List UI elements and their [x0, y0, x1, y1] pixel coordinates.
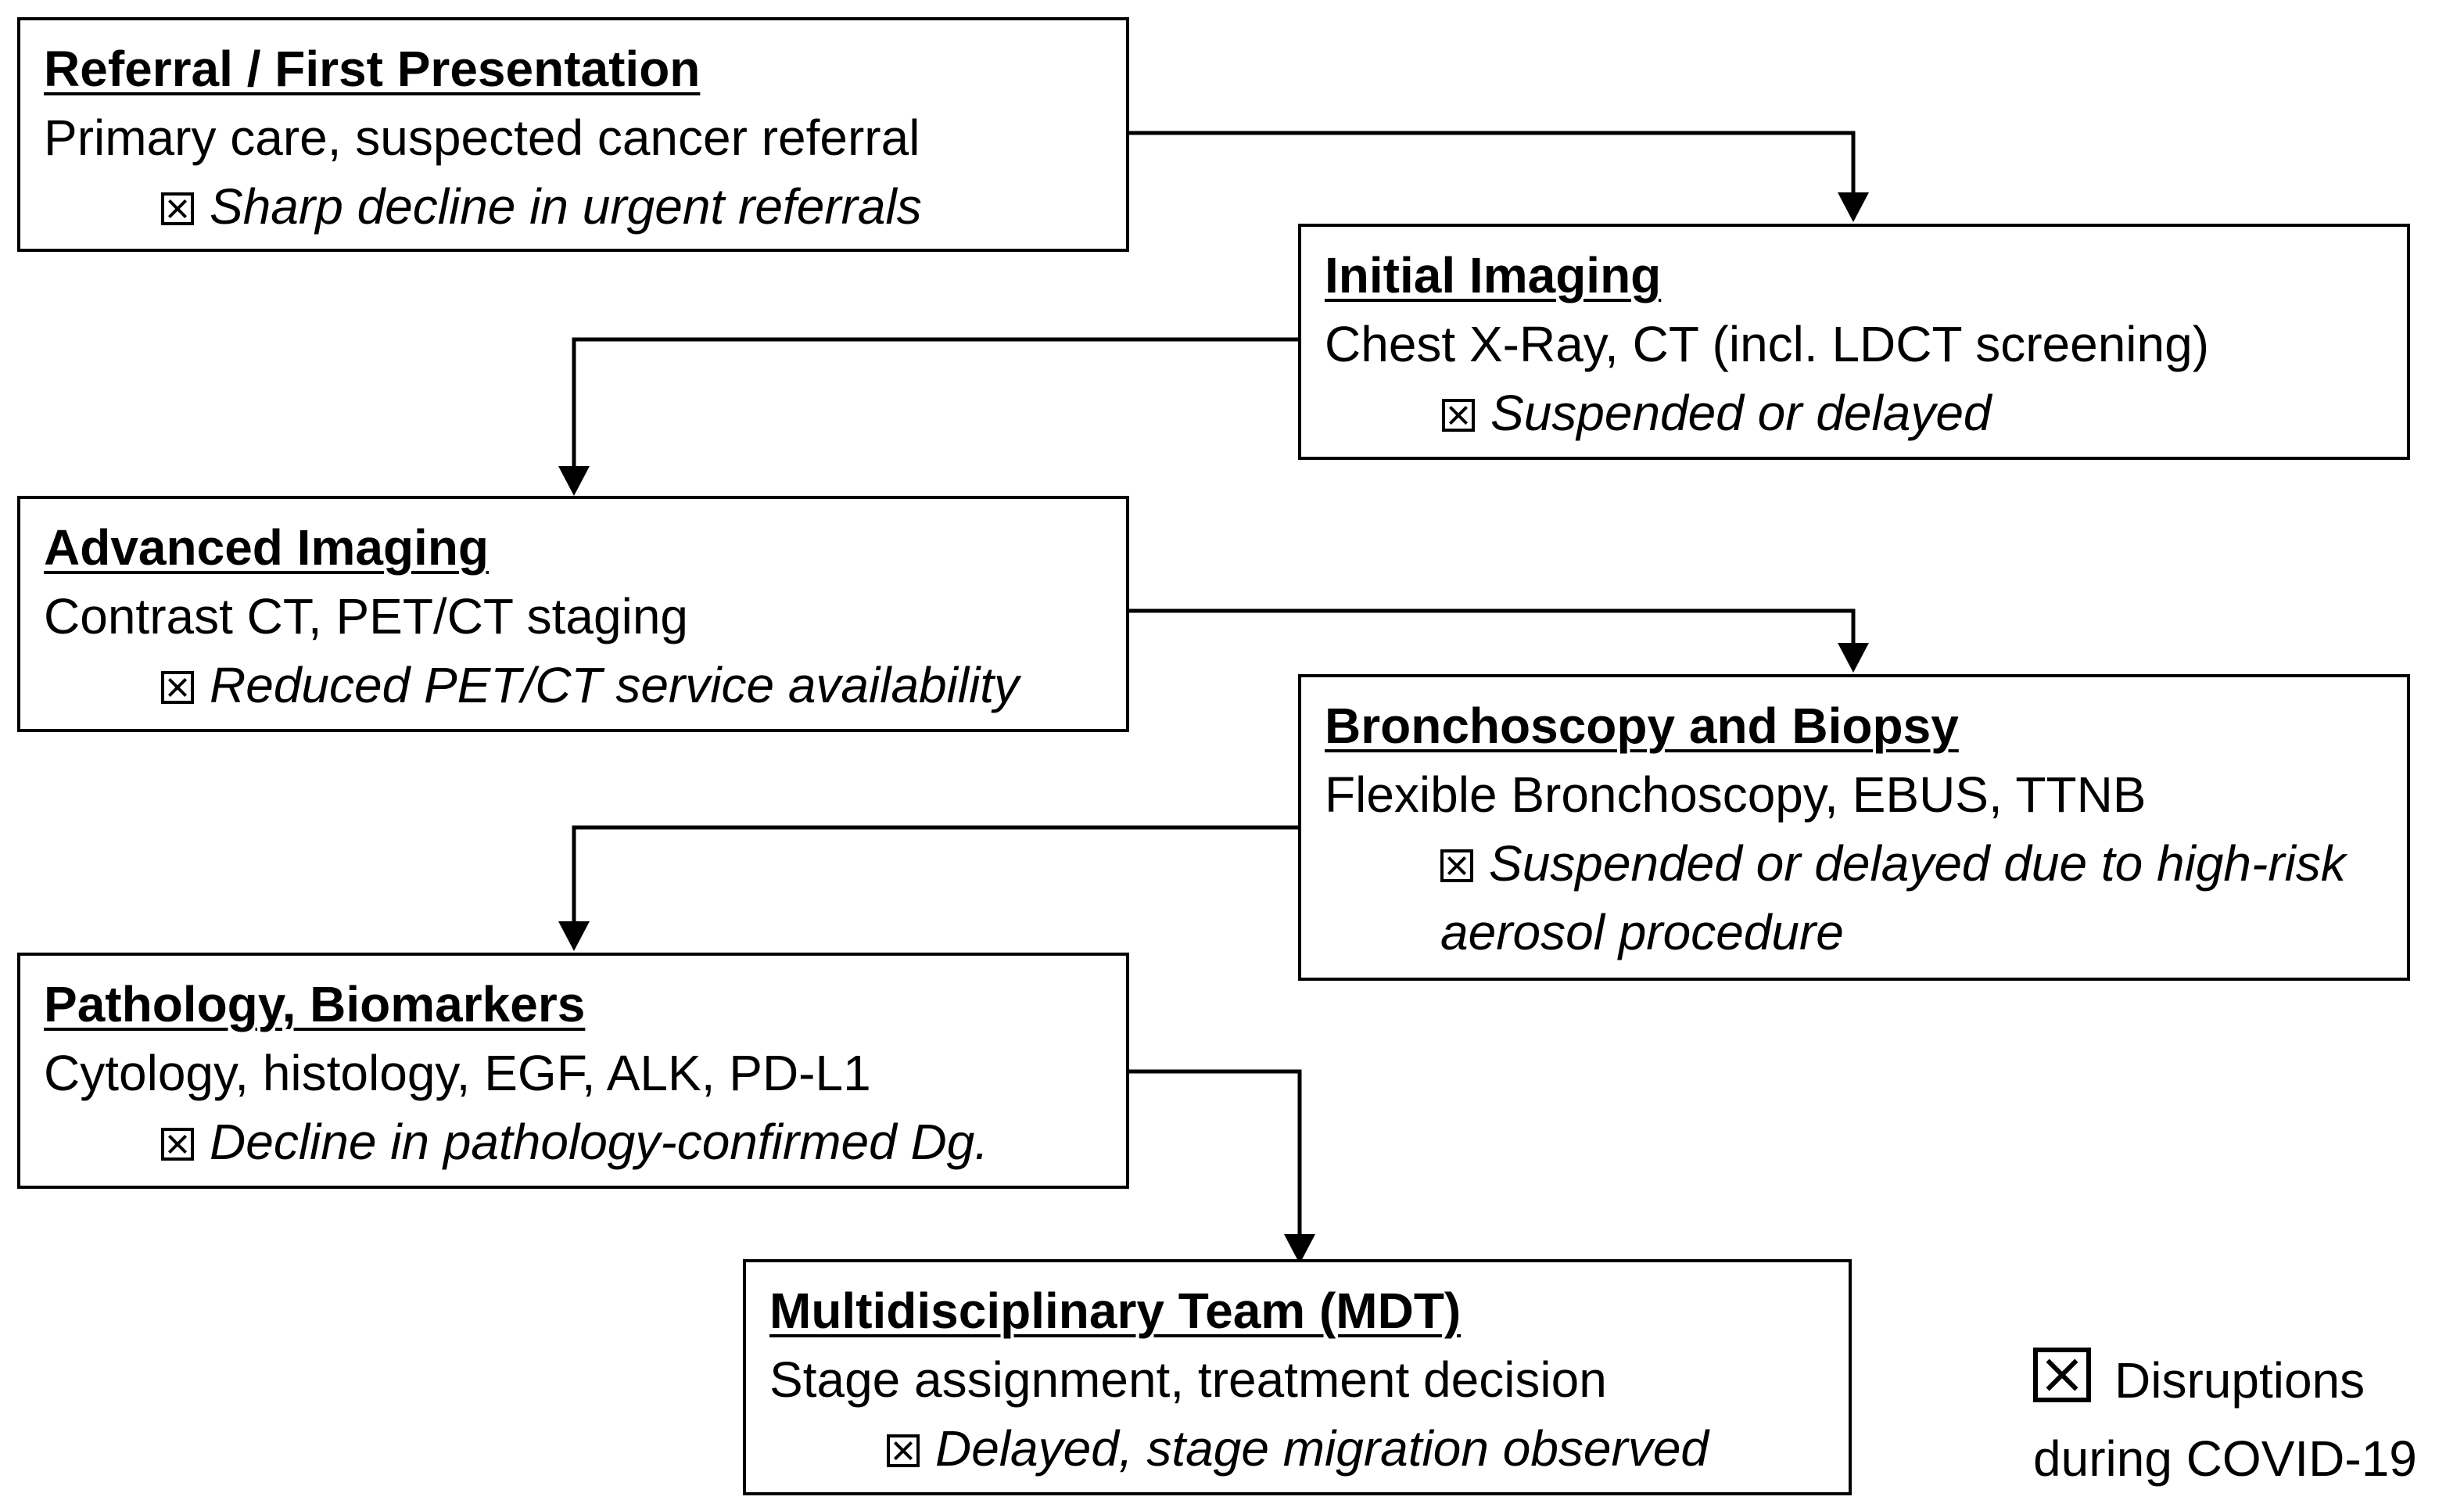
disruption-text: Suspended or delayed due to high-risk ae…: [1440, 835, 2346, 960]
step-bronchoscopy: Bronchoscopy and Biopsy Flexible Broncho…: [1298, 674, 2410, 981]
step-initial-imaging: Initial Imaging Chest X-Ray, CT (incl. L…: [1298, 224, 2410, 460]
step-disruption: Delayed, stage migration observed: [769, 1414, 1825, 1483]
arrowhead-pathology: [558, 921, 590, 951]
step-disruption: Sharp decline in urgent referrals: [44, 172, 1103, 241]
disruption-x-icon: [161, 1128, 194, 1161]
step-referral: Referral / First Presentation Primary ca…: [17, 17, 1129, 252]
step-advanced-imaging: Advanced Imaging Contrast CT, PET/CT sta…: [17, 496, 1129, 732]
arrow-pathology-to-mdt: [1126, 1069, 1302, 1237]
arrow-bronchoscopy-to-pathology: [572, 825, 1298, 924]
step-title: Multidisciplinary Team (MDT): [769, 1283, 1462, 1339]
step-disruption: Reduced PET/CT service availability: [44, 651, 1103, 720]
step-title: Advanced Imaging: [44, 519, 489, 576]
disruption-x-icon: [161, 671, 194, 704]
legend-label: Disruptions: [2114, 1352, 2365, 1409]
legend: Disruptions during COVID-19: [2033, 1341, 2417, 1498]
step-disruption: Decline in pathology-confirmed Dg.: [44, 1107, 1103, 1176]
disruption-x-icon: [161, 192, 194, 225]
arrow-advanced-imaging-to-bronchoscopy: [1126, 608, 1856, 646]
disruption-text: Delayed, stage migration observed: [935, 1420, 1709, 1477]
step-description: Chest X-Ray, CT (incl. LDCT screening): [1325, 316, 2209, 372]
arrowhead-bronchoscopy: [1838, 643, 1869, 673]
arrowhead-mdt: [1284, 1234, 1315, 1264]
step-description: Stage assignment, treatment decision: [769, 1351, 1607, 1408]
step-pathology: Pathology, Biomarkers Cytology, histolog…: [17, 953, 1129, 1189]
arrowhead-advanced-imaging: [558, 466, 590, 496]
step-title: Referral / First Presentation: [44, 41, 701, 97]
step-description: Primary care, suspected cancer referral: [44, 109, 920, 166]
legend-x-icon: [2033, 1348, 2091, 1402]
step-title: Bronchoscopy and Biopsy: [1325, 698, 1959, 754]
step-description: Cytology, histology, EGF, ALK, PD-L1: [44, 1045, 871, 1101]
step-title: Initial Imaging: [1325, 247, 1662, 303]
arrow-initial-to-advanced-imaging: [572, 337, 1298, 469]
legend-line-1: Disruptions: [2033, 1341, 2417, 1419]
disruption-text: Reduced PET/CT service availability: [210, 657, 1020, 713]
arrowhead-initial-imaging: [1838, 192, 1869, 222]
disruption-x-icon: [1440, 849, 1473, 882]
step-disruption: Suspended or delayed: [1325, 379, 2383, 447]
disruption-text: Suspended or delayed: [1490, 385, 1992, 441]
step-description: Flexible Bronchoscopy, EBUS, TTNB: [1325, 766, 2147, 823]
disruption-x-icon: [1442, 399, 1475, 432]
legend-line-2: during COVID-19: [2033, 1430, 2417, 1487]
step-mdt: Multidisciplinary Team (MDT) Stage assig…: [743, 1259, 1852, 1495]
step-disruption-wrapper: Suspended or delayed due to high-risk ae…: [1325, 829, 2383, 967]
disruption-x-icon: [887, 1434, 920, 1467]
arrow-referral-to-initial-imaging: [1126, 131, 1856, 196]
disruption-text: Decline in pathology-confirmed Dg.: [210, 1114, 989, 1170]
disruption-text: Sharp decline in urgent referrals: [210, 178, 922, 235]
step-title: Pathology, Biomarkers: [44, 976, 586, 1032]
step-disruption: Suspended or delayed due to high-risk ae…: [1440, 829, 2383, 967]
step-description: Contrast CT, PET/CT staging: [44, 588, 688, 644]
